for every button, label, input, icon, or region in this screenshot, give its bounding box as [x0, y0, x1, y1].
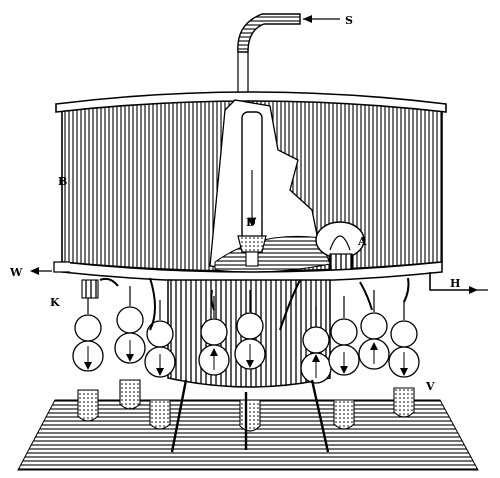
water-outlet — [30, 261, 70, 275]
stand-legs — [170, 379, 330, 453]
condenser-unit — [358, 290, 390, 370]
condenser-unit — [72, 279, 104, 422]
label-w: W — [9, 266, 23, 279]
label-d: D — [246, 216, 256, 229]
label-h: H — [450, 277, 460, 290]
steam-inlet-pipe — [237, 13, 340, 96]
condenser-unit — [388, 300, 420, 418]
floor — [17, 399, 479, 471]
label-s: S — [345, 14, 353, 27]
flask-a — [315, 221, 365, 271]
connecting-tubes — [99, 277, 410, 331]
condenser-unit — [300, 306, 332, 384]
condenser-units — [72, 279, 420, 432]
condenser-unit — [328, 296, 360, 430]
condenser-unit — [198, 296, 230, 376]
heat-inlet — [429, 272, 488, 294]
central-tube — [237, 111, 267, 267]
condenser-unit — [114, 286, 146, 410]
label-v: V — [425, 380, 435, 393]
diagram-labels: S B D A W H K V — [9, 14, 460, 393]
label-b: B — [58, 175, 67, 188]
label-a: A — [357, 235, 367, 248]
label-k: K — [50, 296, 60, 309]
condenser-unit — [144, 300, 176, 430]
